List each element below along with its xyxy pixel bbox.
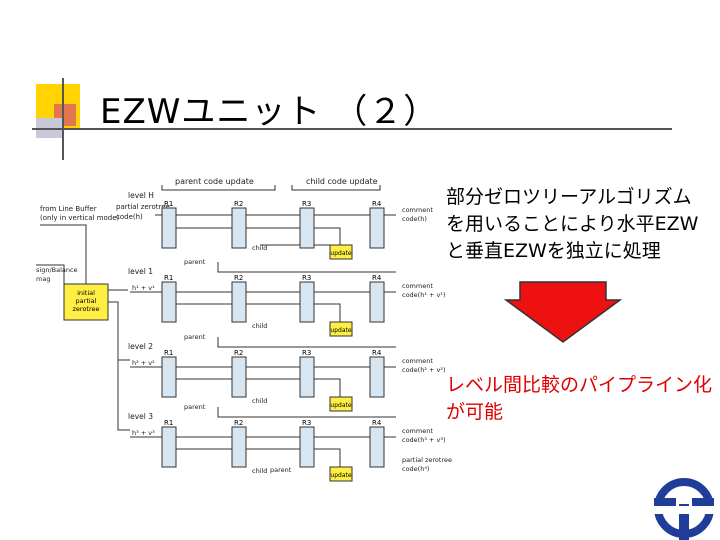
update-box-l2 <box>329 396 353 412</box>
partial-zerotree-label: partial zerotree <box>116 203 170 211</box>
reg-l1-r3 <box>299 281 315 323</box>
reg-h-r4 <box>369 207 385 249</box>
tail-pz-label-2: code(h⁴) <box>402 465 429 473</box>
level-1-wiring <box>176 303 341 322</box>
level-1-parent-label: parent <box>184 258 206 266</box>
level-2-parent-wire <box>217 337 396 348</box>
level-2-input-label: h² + v² <box>132 359 155 367</box>
reg-l1-r2 <box>231 281 247 323</box>
level-1-out1-label: comment <box>402 282 433 290</box>
reg-l2-r2-label: R2 <box>234 349 243 357</box>
level-1-child-label: child <box>252 322 267 330</box>
level-2-out1-label: comment <box>402 357 433 365</box>
tail-pz-label-1: partial zerotree <box>402 456 452 464</box>
reg-l3-r4-label: R4 <box>372 419 382 427</box>
level-2-wiring <box>176 378 341 397</box>
from-line-buffer-label: from Line Buffer <box>40 205 97 213</box>
initial-box-line-3: zerotree <box>73 305 100 313</box>
level-3-label: level 3 <box>128 412 153 421</box>
initial-box-line-2: partial <box>76 297 97 305</box>
reg-l3-r4 <box>369 426 385 468</box>
notes-bottom-line-2: が可能 <box>446 401 504 423</box>
mag-input-label: mag <box>36 275 50 283</box>
level-3-parent-label: parent <box>184 403 206 411</box>
reg-l3-r2-label: R2 <box>234 419 243 427</box>
level-1-parent-wire <box>217 262 396 273</box>
university-logo-icon <box>654 478 714 540</box>
reg-l3-r1-label: R1 <box>164 419 173 427</box>
reg-h-r1 <box>161 207 177 249</box>
level-1-out2-label: code(h¹ + v¹) <box>402 291 446 299</box>
reg-l1-r4-label: R4 <box>372 274 382 282</box>
reg-h-r1-label: R1 <box>164 200 173 208</box>
reg-l1-r3-label: R3 <box>302 274 311 282</box>
level-1-label: level 1 <box>128 267 153 276</box>
tail-parent-label: parent <box>270 466 292 474</box>
update-box-h <box>329 244 353 260</box>
reg-h-r4-label: R4 <box>372 200 382 208</box>
reg-l1-r1 <box>161 281 177 323</box>
reg-h-r2-label: R2 <box>234 200 243 208</box>
level-3-input-label: h³ + v³ <box>132 429 155 437</box>
level-2-parent-label: parent <box>184 333 206 341</box>
notes-top: 部分ゼロツリーアルゴリズム を用いることにより水平EZW と垂直EZWを独立に処… <box>446 184 698 265</box>
notes-top-line-2: を用いることにより水平EZW <box>446 213 699 235</box>
reg-l2-r4-label: R4 <box>372 349 382 357</box>
level-3-parent-wire <box>217 407 396 418</box>
update-h-label: update <box>330 250 351 257</box>
child-h-label: child <box>252 244 267 252</box>
reg-l3-r3-label: R3 <box>302 419 311 427</box>
title-accent-vertical-line <box>62 78 64 160</box>
reg-l2-r3 <box>299 356 315 398</box>
reg-l3-r1 <box>161 426 177 468</box>
slide-title: EZWユニット （２） <box>100 92 439 132</box>
title-accent-horizontal-line <box>32 128 672 130</box>
vertical-mode-label: (only in vertical mode) <box>40 214 120 222</box>
child-code-update-label: child code update <box>306 177 378 186</box>
sign-input-label: sign/Balance <box>36 266 78 274</box>
out2-h-label: code(h) <box>402 215 427 223</box>
notes-top-line-1: 部分ゼロツリーアルゴリズム <box>446 186 692 208</box>
level-3-wiring <box>176 448 341 467</box>
reg-l1-r1-label: R1 <box>164 274 173 282</box>
update-l2-label: update <box>330 402 351 409</box>
update-box-l1 <box>329 321 353 337</box>
out1-h-label: comment <box>402 206 433 214</box>
reg-h-r2 <box>231 207 247 249</box>
level-2-child-label: child <box>252 397 267 405</box>
down-arrow-icon <box>503 281 623 343</box>
level-3-child-label: child <box>252 467 267 475</box>
reg-l1-r2-label: R2 <box>234 274 243 282</box>
reg-h-r3-label: R3 <box>302 200 311 208</box>
reg-l2-r1 <box>161 356 177 398</box>
update-box-l3 <box>329 466 353 482</box>
notes-bottom: レベル間比較のパイプライン化 が可能 <box>446 372 712 426</box>
notes-bottom-line-1: レベル間比較のパイプライン化 <box>446 374 713 396</box>
update-l1-label: update <box>330 327 351 334</box>
reg-h-r3 <box>299 207 315 249</box>
update-l3-label: update <box>330 472 351 479</box>
level-2-label: level 2 <box>128 342 153 351</box>
level-3-out2-label: code(h³ + v³) <box>402 436 446 444</box>
reg-l2-r1-label: R1 <box>164 349 173 357</box>
reg-l2-r2 <box>231 356 247 398</box>
parent-code-update-label: parent code update <box>175 177 254 186</box>
notes-top-line-3: と垂直EZWを独立に処理 <box>446 240 661 262</box>
level-3-out1-label: comment <box>402 427 433 435</box>
reg-l2-r4 <box>369 356 385 398</box>
reg-l3-r2 <box>231 426 247 468</box>
reg-l3-r3 <box>299 426 315 468</box>
code-h-label: code(h) <box>116 213 143 221</box>
reg-l2-r3-label: R3 <box>302 349 311 357</box>
level-1-input-label: h¹ + v¹ <box>132 284 155 292</box>
reg-l1-r4 <box>369 281 385 323</box>
level-2-out2-label: code(h² + v²) <box>402 366 446 374</box>
level-h-label: level H <box>128 191 154 200</box>
initial-box-line-1: initial <box>77 289 95 297</box>
